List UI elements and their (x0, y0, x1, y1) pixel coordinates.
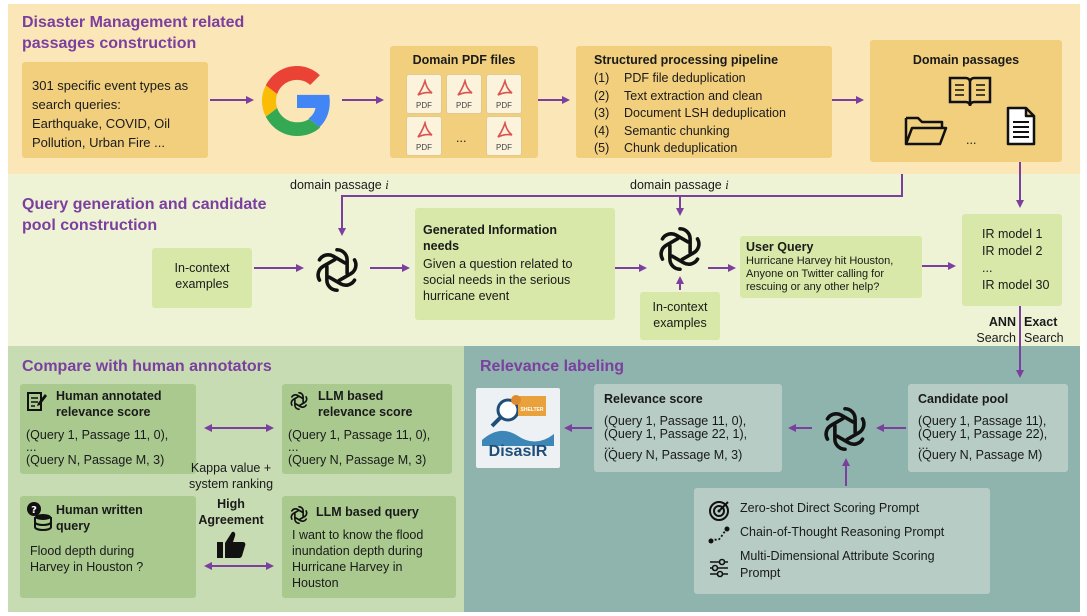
prompts-box: Zero-shot Direct Scoring Prompt Chain-of… (694, 488, 990, 594)
query-line: Pollution, Urban Fire ... (32, 135, 165, 150)
kappa-label: Kappa value +system ranking (188, 461, 274, 491)
question-database-icon: ? (26, 502, 52, 536)
query-line: Earthquake, COVID, Oil (32, 116, 170, 131)
logo-badge-text: SHELTER (520, 407, 544, 413)
book-icon (948, 72, 992, 114)
section-title-relevance: Relevance labeling (480, 358, 625, 375)
information-needs-box: Generated Information needs Given a ques… (415, 208, 615, 320)
pdf-ellipsis: ... (456, 131, 467, 145)
clipboard-pen-icon (26, 390, 48, 416)
pdf-file-icon: PDF (406, 116, 442, 156)
disasir-logo: SHELTER DisasIR (476, 388, 560, 468)
pipeline-step: (2) Text extraction and clean (594, 88, 832, 106)
pipeline-box: Structured processing pipeline (1) PDF fi… (576, 46, 832, 158)
pipeline-step: (4) Semantic chunking (594, 123, 832, 141)
ir-models-box: IR model 1 IR model 2 ... IR model 30 (962, 214, 1062, 306)
google-logo-icon (262, 66, 332, 136)
pdf-label: PDF (416, 101, 432, 110)
step-number: (4) (594, 123, 610, 138)
pdf-label: PDF (456, 101, 472, 110)
openai-icon (818, 402, 872, 461)
openai-icon (288, 504, 310, 530)
pdf-file-icon: PDF (486, 116, 522, 156)
user-query-box: User Query Hurricane Harvey hit Houston,… (740, 236, 922, 298)
sliders-icon (708, 558, 730, 583)
domain-passage-label-left: domain passage i (290, 178, 389, 192)
openai-icon (310, 243, 364, 302)
prompt-item: Multi-Dimensional Attribute Scoring (740, 549, 935, 563)
target-icon (708, 500, 730, 527)
query-line: 301 specific event types as (32, 78, 189, 93)
step-text: Text extraction and clean (624, 88, 763, 103)
step-number: (2) (594, 88, 610, 103)
relevance-score-box: Relevance score (Query 1, Passage 11, 0)… (594, 384, 782, 472)
step-number: (5) (594, 141, 610, 155)
thumbs-up-icon (216, 530, 248, 565)
pipeline-step: (5) Chunk deduplication (594, 140, 832, 158)
folder-icon (904, 114, 948, 150)
step-number: (1) (594, 71, 610, 85)
search-queries-box: 301 specific event types as search queri… (22, 62, 208, 158)
llm-query-box: LLM based query I want to know the flood… (282, 496, 456, 598)
pipeline-step: (1) PDF file deduplication (594, 70, 832, 88)
pdf-label: PDF (496, 101, 512, 110)
pipeline-step: (3) Document LSH deduplication (594, 105, 832, 123)
openai-icon (653, 222, 707, 281)
prompt-item: Chain-of-Thought Reasoning Prompt (740, 525, 945, 539)
pdf-file-icon: PDF (446, 74, 482, 114)
pdf-file-icon: PDF (486, 74, 522, 114)
candidate-pool-box: Candidate pool (Query 1, Passage 11), (Q… (908, 384, 1068, 472)
prompt-item: Zero-shot Direct Scoring Prompt (740, 501, 920, 515)
domain-passages-title: Domain passages (912, 53, 1020, 67)
pdf-file-icon: PDF (406, 74, 442, 114)
pipeline-title: Structured processing pipeline (594, 53, 779, 67)
step-text: PDF file deduplication (624, 71, 746, 85)
prompt-item: Prompt (740, 566, 781, 580)
openai-icon (288, 390, 310, 416)
pdf-label: PDF (416, 143, 432, 152)
pipeline-steps: (1) PDF file deduplication (2) Text extract… (594, 70, 832, 158)
domain-passage-label-right: domain passage i (630, 178, 729, 192)
query-line: search queries: (32, 97, 121, 112)
step-text: Document LSH deduplication (624, 106, 786, 120)
passages-ellipsis: ... (966, 133, 977, 147)
domain-passages-box: Domain passages ... (870, 40, 1062, 162)
pdf-label: PDF (496, 143, 512, 152)
section-title-compare: Compare with human annotators (22, 358, 272, 375)
step-text: Semantic chunking (624, 123, 730, 138)
path-nodes-icon (708, 526, 730, 549)
step-number: (3) (594, 106, 610, 120)
step-text: Chunk deduplication (624, 141, 738, 155)
logo-text: DisasIR (488, 443, 548, 460)
document-icon (1006, 106, 1036, 150)
pdf-files-title: Domain PDF files (412, 53, 516, 67)
arrow (338, 174, 903, 236)
svg-text:?: ? (31, 505, 37, 516)
